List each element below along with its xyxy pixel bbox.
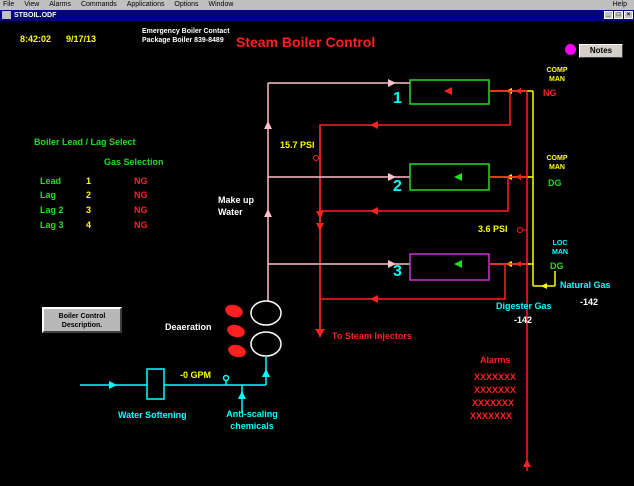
close-button[interactable]: × bbox=[624, 11, 633, 19]
water-arrows bbox=[264, 79, 396, 268]
alarm-item[interactable]: XXXXXXX bbox=[470, 411, 513, 421]
boiler-description-button[interactable]: Boiler Control Description. bbox=[42, 307, 122, 333]
title-bar: STBOIL.ODF _ □ × bbox=[0, 10, 634, 21]
clock-time: 8:42:02 bbox=[20, 34, 52, 44]
steam-pressure-readout: 15.7 PSI bbox=[280, 140, 315, 150]
boiler-1-box bbox=[409, 79, 490, 105]
anti-scaling-label: Anti-scaling chemicals bbox=[226, 409, 278, 431]
lag-gas[interactable]: NG bbox=[134, 190, 148, 200]
boiler-3-gas: DG bbox=[550, 261, 564, 271]
lag3-number[interactable]: 4 bbox=[86, 220, 92, 230]
menu-bar: File View Alarms Commands Applications O… bbox=[0, 0, 634, 10]
digester-gas-value: -142 bbox=[514, 315, 533, 325]
gas-lines bbox=[490, 90, 556, 287]
digester-gas-label: Digester Gas bbox=[496, 301, 552, 311]
menu-view[interactable]: View bbox=[24, 1, 40, 8]
menu-window[interactable]: Window bbox=[208, 1, 234, 8]
supply-lines bbox=[80, 356, 267, 413]
boiler-1-flame-icon bbox=[444, 87, 452, 95]
status-indicator bbox=[565, 44, 576, 55]
lead-number[interactable]: 1 bbox=[86, 176, 92, 186]
clock-date: 9/17/13 bbox=[66, 34, 97, 44]
boiler-2-number[interactable]: 2 bbox=[393, 178, 402, 195]
boiler-2-mode: COMP MAN bbox=[546, 155, 568, 171]
lag3-label: Lag 3 bbox=[40, 220, 64, 230]
menu-commands[interactable]: Commands bbox=[80, 1, 117, 8]
deaerator-tank bbox=[250, 300, 282, 357]
menu-options[interactable]: Options bbox=[174, 1, 199, 8]
lead-gas[interactable]: NG bbox=[134, 176, 148, 186]
alarms-heading: Alarms bbox=[480, 355, 511, 365]
boiler-3-box bbox=[409, 253, 490, 281]
alarm-item[interactable]: XXXXXXX bbox=[472, 398, 515, 408]
red-arrows bbox=[315, 88, 531, 467]
pressure-taps bbox=[313, 155, 527, 233]
lead-lag-heading: Boiler Lead / Lag Select bbox=[34, 137, 136, 147]
window-title: STBOIL.ODF bbox=[14, 12, 57, 19]
lag2-gas[interactable]: NG bbox=[134, 205, 148, 215]
boiler-1-mode: COMP MAN bbox=[546, 67, 568, 83]
menu-applications[interactable]: Applications bbox=[126, 1, 165, 8]
system-menu-icon[interactable] bbox=[2, 11, 11, 19]
makeup-water-label: Make up Water bbox=[218, 195, 255, 217]
boiler-2-flame-icon bbox=[454, 173, 462, 181]
gas-pressure-readout: 3.6 PSI bbox=[478, 224, 508, 234]
natural-gas-label: Natural Gas bbox=[560, 280, 611, 290]
boiler-3-flame-icon bbox=[454, 260, 462, 268]
natural-gas-value: -142 bbox=[580, 297, 599, 307]
menu-file[interactable]: File bbox=[3, 1, 15, 8]
boiler-3-number[interactable]: 3 bbox=[393, 263, 402, 280]
alarm-item[interactable]: XXXXXXX bbox=[474, 372, 517, 382]
process-display: 8:42:02 9/17/13 Emergency Boiler Contact… bbox=[0, 21, 634, 486]
lag2-label: Lag 2 bbox=[40, 205, 64, 215]
boiler-2-gas: DG bbox=[548, 178, 562, 188]
contact-line-1: Emergency Boiler Contact bbox=[142, 28, 230, 35]
minimize-button[interactable]: _ bbox=[604, 11, 613, 19]
flow-readout: -0 GPM bbox=[180, 370, 212, 380]
menu-help[interactable]: Help bbox=[612, 1, 627, 8]
steam-injectors-label: To Steam Injectors bbox=[332, 331, 412, 341]
lead-label: Lead bbox=[40, 176, 62, 186]
menu-alarms[interactable]: Alarms bbox=[49, 1, 72, 8]
maximize-button[interactable]: □ bbox=[614, 11, 623, 19]
supply-arrows bbox=[109, 369, 270, 399]
deaeration-flame-icons bbox=[225, 304, 246, 358]
deaeration-label: Deaeration bbox=[165, 322, 212, 332]
lag-label: Lag bbox=[40, 190, 57, 200]
water-softening-label: Water Softening bbox=[118, 410, 187, 420]
alarm-item[interactable]: XXXXXXX bbox=[474, 385, 517, 395]
boiler-3-mode: LOC MAN bbox=[552, 240, 568, 256]
boiler-1-number[interactable]: 1 bbox=[393, 90, 402, 107]
boiler-2-box bbox=[409, 163, 490, 191]
gas-selection-heading: Gas Selection bbox=[104, 157, 164, 167]
piping-diagram bbox=[80, 79, 556, 471]
lag2-number[interactable]: 3 bbox=[86, 205, 92, 215]
water-lines bbox=[267, 82, 410, 301]
lag3-gas[interactable]: NG bbox=[134, 220, 148, 230]
contact-line-2: Package Boiler 839-8489 bbox=[142, 37, 224, 44]
page-title: Steam Boiler Control bbox=[236, 34, 376, 50]
lag-number[interactable]: 2 bbox=[86, 190, 92, 200]
notes-button[interactable]: Notes bbox=[579, 44, 623, 58]
boiler-1-gas: NG bbox=[543, 88, 557, 98]
